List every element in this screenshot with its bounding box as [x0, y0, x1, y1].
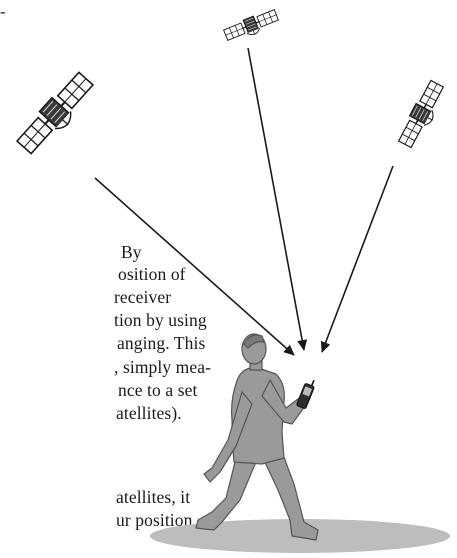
- satellite-icon-top: [222, 7, 281, 46]
- satellite-icon-right: [395, 78, 450, 152]
- text-line-8: atellites).: [116, 403, 182, 423]
- text-line-3: receiver: [114, 287, 172, 307]
- top-fragment-text: -: [0, 2, 6, 21]
- text-line-1: By: [121, 242, 142, 262]
- text-line-4: tion by using: [114, 310, 207, 330]
- signal-arrow-icon-left: [94, 177, 295, 356]
- text-line-10: atellites, it: [116, 487, 191, 507]
- text-line-5: anging. This: [117, 333, 206, 353]
- satellite-icon-left: [13, 69, 101, 161]
- signal-arrow-icon-right: [320, 165, 394, 353]
- signal-arrow-icon-center: [247, 47, 308, 351]
- text-line-7: nce to a set: [118, 380, 198, 400]
- gps-receiver-icon: [296, 379, 315, 409]
- text-line-6: , simply mea-: [114, 357, 212, 377]
- walking-person-icon: [195, 333, 319, 541]
- text-line-2: osition of: [118, 264, 186, 284]
- text-line-11: ur position: [116, 510, 193, 530]
